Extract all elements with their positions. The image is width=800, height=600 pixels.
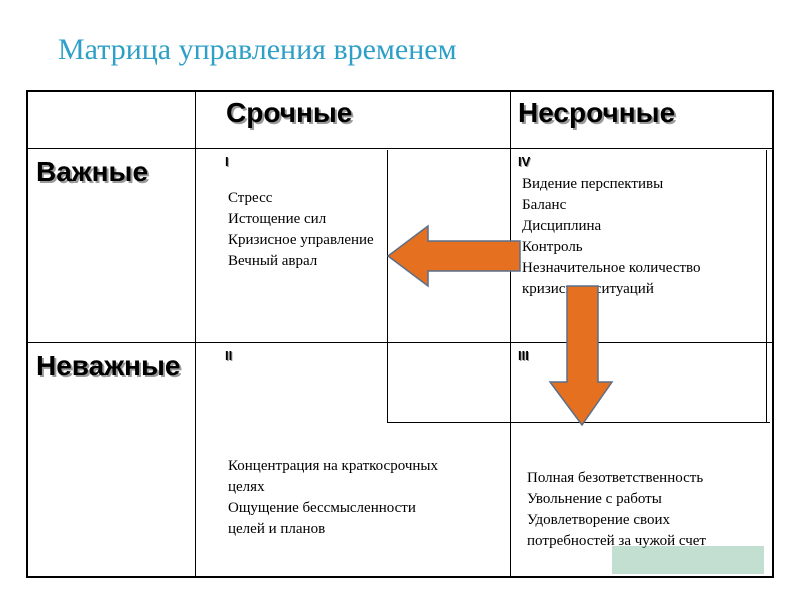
page-title: Матрица управления временем: [58, 33, 457, 66]
list-item: Удовлетворение своих: [527, 512, 670, 528]
quadrant-ii-list: Концентрация на краткосрочных целях Ощущ…: [228, 456, 438, 540]
quadrant-i-list: Стресс Истощение сил Кризисное управлени…: [228, 188, 374, 272]
list-item: Кризисное управление: [228, 232, 374, 248]
inner-box-right-line: [766, 150, 767, 423]
list-item: Истощение сил: [228, 211, 327, 227]
list-item: Ощущение бессмысленности: [228, 500, 416, 516]
grid-second-col-line: [510, 90, 511, 578]
inner-box-bottom-line: [387, 422, 770, 423]
column-header-not-urgent: Несрочные: [518, 97, 676, 128]
list-item: Незначительное количество: [522, 260, 701, 276]
quadrant-numeral-iii: III: [518, 348, 529, 363]
list-item: Полная безответственность: [527, 470, 704, 486]
column-header-urgent: Срочные: [226, 97, 353, 128]
list-item: Вечный аврал: [228, 253, 318, 269]
quadrant-numeral-i: I: [225, 154, 229, 169]
list-item: Стресс: [228, 190, 273, 206]
quadrant-numeral-iv: IV: [518, 154, 531, 169]
list-item: целей и планов: [228, 521, 326, 537]
inner-box-left-line: [387, 150, 388, 422]
list-item: Концентрация на краткосрочных: [228, 458, 438, 474]
quadrant-iii-list: Полная безответственность Увольнение с р…: [527, 468, 706, 552]
grid-header-line: [26, 148, 774, 149]
list-item: Контроль: [522, 239, 583, 255]
grid-bottom-line: [26, 576, 774, 578]
list-item: Видение перспективы: [522, 176, 664, 192]
row-header-not-important: Неважные: [36, 350, 181, 381]
grid-right-line: [772, 90, 774, 578]
list-item: Увольнение с работы: [527, 491, 662, 507]
quadrant-numeral-ii: II: [225, 348, 233, 363]
list-item: кризисных ситуаций: [522, 281, 654, 297]
list-item: Дисциплина: [522, 218, 602, 234]
list-item: потребностей за чужой счет: [527, 533, 706, 549]
grid-top-line: [26, 90, 774, 92]
grid-middle-line: [26, 342, 774, 343]
corner-decoration: [612, 546, 764, 574]
grid-first-col-line: [195, 90, 196, 578]
row-header-important: Важные: [36, 156, 149, 187]
list-item: Баланс: [522, 197, 567, 213]
quadrant-iv-list: Видение перспективы Баланс Дисциплина Ко…: [522, 174, 701, 300]
list-item: целях: [228, 479, 265, 495]
grid-left-line: [26, 90, 28, 578]
